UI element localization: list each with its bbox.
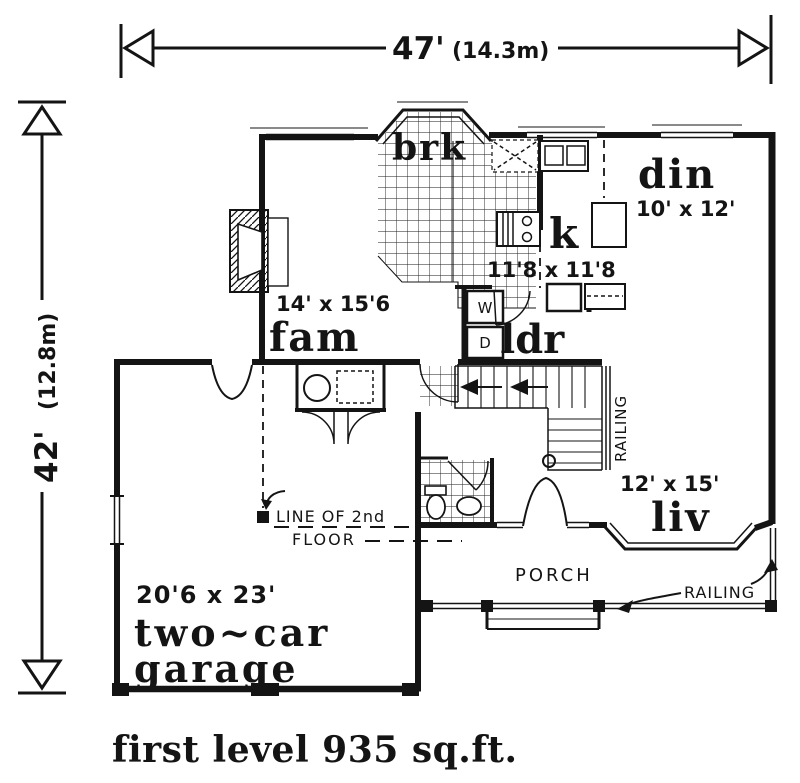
dimension-left: 42' (12.8m) xyxy=(18,100,66,695)
second-floor-line: LINE OF 2nd FLOOR xyxy=(257,366,472,549)
powder-room-fixtures xyxy=(424,485,482,520)
dimension-top-feet: 47' xyxy=(392,31,445,67)
dryer-label: D xyxy=(479,334,491,352)
living-label: liv xyxy=(651,494,711,541)
second-floor-label-1: LINE OF 2nd xyxy=(276,507,385,526)
kitchen-label: k xyxy=(549,209,579,258)
basin-icon xyxy=(303,374,331,402)
stair-railing-label: RAILING xyxy=(612,395,630,462)
hall-door xyxy=(419,363,459,403)
garage-door xyxy=(112,683,419,696)
mud-room-door-right xyxy=(347,411,381,445)
garage-label-2: garage xyxy=(134,646,299,691)
kitchen-size: 11'8 x 11'8 xyxy=(487,258,616,282)
stair-railing: RAILING xyxy=(605,366,630,470)
garage-label-1: two~car xyxy=(134,610,330,655)
toilet-bowl-icon xyxy=(426,494,446,520)
washer-label: W xyxy=(478,299,493,317)
refrigerator-icon xyxy=(591,202,627,248)
powder-sink-icon xyxy=(456,496,482,516)
mud-room-door-left xyxy=(301,411,335,445)
porch: PORCH RAILING xyxy=(421,528,778,630)
dimension-top-meters: (14.3m) xyxy=(452,39,549,64)
laundry-door xyxy=(493,289,531,326)
appliance-space-icon xyxy=(336,370,374,404)
garage-size: 20'6 x 23' xyxy=(136,581,276,609)
doors xyxy=(211,289,568,527)
kitchen-fixtures xyxy=(491,139,627,313)
stair-closet xyxy=(545,282,583,313)
powder-door xyxy=(447,460,489,491)
dryer-icon xyxy=(465,325,505,360)
family-size: 14' x 15'6 xyxy=(276,292,390,316)
dimension-left-feet: 42' xyxy=(29,430,65,483)
washer-icon xyxy=(465,289,505,325)
porch-railing-label: RAILING xyxy=(684,583,755,602)
living-bay-window xyxy=(603,525,759,551)
dimension-left-meters: (12.8m) xyxy=(36,313,61,410)
hall-tiles xyxy=(420,366,458,406)
dimension-top: 47' (14.3m) xyxy=(119,15,773,84)
range-icon xyxy=(496,211,541,247)
toilet-tank-icon xyxy=(424,485,447,496)
living-size: 12' x 15' xyxy=(620,472,719,496)
porch-label: PORCH xyxy=(515,565,593,586)
fireplace-icon xyxy=(229,209,289,293)
breakfast-bay-window xyxy=(374,108,493,143)
breakfast-label: brk xyxy=(392,127,467,169)
mud-room-fixtures xyxy=(303,370,374,404)
family-label: fam xyxy=(269,314,360,361)
family-garage-door xyxy=(211,364,253,401)
laundry-label: ldr xyxy=(500,316,565,363)
laundry-fixtures: W D xyxy=(465,289,505,360)
sheet-caption: first level 935 sq.ft. xyxy=(112,729,517,771)
second-floor-label-2: FLOOR xyxy=(292,530,356,549)
front-door xyxy=(522,476,568,527)
stair-direction-arrow-2 xyxy=(510,379,528,395)
stairs xyxy=(454,365,603,471)
stair-newel-icon xyxy=(542,454,556,468)
porch-steps xyxy=(485,601,601,630)
porch-post xyxy=(765,600,777,612)
room-labels: brk din 10' x 12' k 11'8 x 11'8 14' x 15… xyxy=(134,127,735,691)
stair-direction-arrow xyxy=(460,379,478,395)
dining-size: 10' x 12' xyxy=(636,197,735,221)
dining-label: din xyxy=(638,151,716,198)
porch-post xyxy=(421,600,433,612)
